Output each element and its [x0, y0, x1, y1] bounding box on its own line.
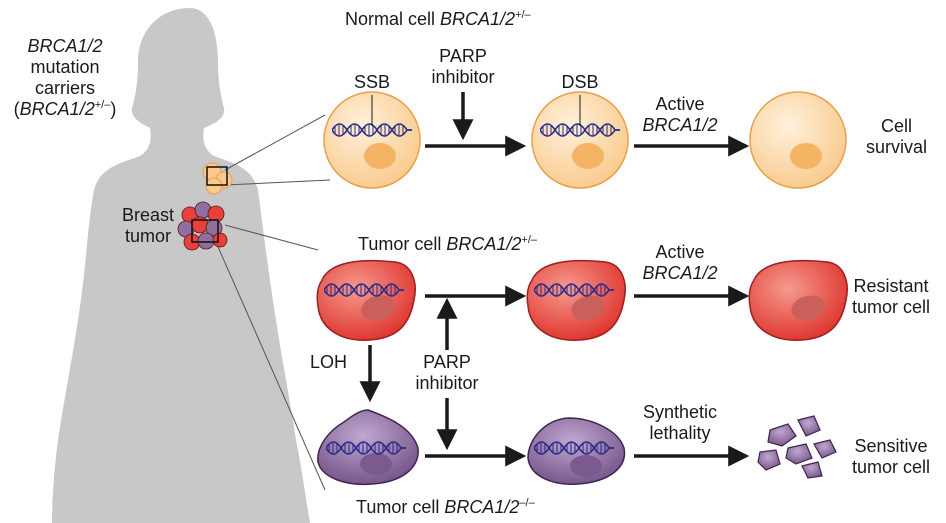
parp-inhibitor-label-top: PARP inhibitor: [431, 46, 495, 87]
breast-normal-cells: [202, 162, 233, 195]
tumor-cell-2: [526, 259, 626, 341]
connector-lines: [214, 114, 331, 491]
active-brca-label-1: Active BRCA1/2: [642, 94, 718, 135]
carriers-line4: (BRCA1/2+/–): [13, 99, 117, 119]
carriers-gene: BRCA1/2: [27, 36, 103, 56]
purple-cell-1: [317, 409, 419, 486]
breast-tumor-cluster: [177, 201, 228, 251]
lethal-row-title: Tumor cell BRCA1/2–/–: [356, 497, 535, 517]
carriers-label: BRCA1/2 mutation carriers (BRCA1/2+/–): [0, 36, 130, 120]
human-silhouette: [52, 8, 310, 523]
loh-label: LOH: [310, 352, 348, 372]
ssb-label: SSB: [353, 72, 391, 92]
cell-survival-label: Cell survival: [866, 116, 928, 157]
breast-tumor-label: Breast tumor: [121, 205, 175, 246]
carriers-line2: mutation: [30, 57, 100, 77]
synthetic-lethality-label: Synthetic lethality: [642, 402, 718, 443]
purple-cell-2: [527, 417, 626, 485]
arrows: [359, 92, 750, 467]
carriers-line3: carriers: [34, 78, 95, 98]
parp-inhibitor-label-mid: PARP inhibitor: [415, 352, 479, 393]
normal-cell-2: [531, 91, 629, 189]
dsb-label: DSB: [561, 72, 599, 92]
active-brca-label-2: Active BRCA1/2: [642, 242, 718, 283]
purple-fragments: [757, 415, 837, 479]
tumor-row-title: Tumor cell BRCA1/2+/–: [358, 234, 538, 254]
normal-cell-1: [323, 91, 421, 189]
normal-row-title: Normal cell BRCA1/2+/–: [345, 9, 531, 29]
tumor-cell-3: [748, 259, 848, 341]
tumor-cell-1: [316, 259, 416, 341]
normal-cell-3: [749, 91, 847, 189]
sensitive-tumor-label: Sensitive tumor cell: [852, 436, 931, 477]
resistant-tumor-label: Resistant tumor cell: [852, 276, 931, 317]
